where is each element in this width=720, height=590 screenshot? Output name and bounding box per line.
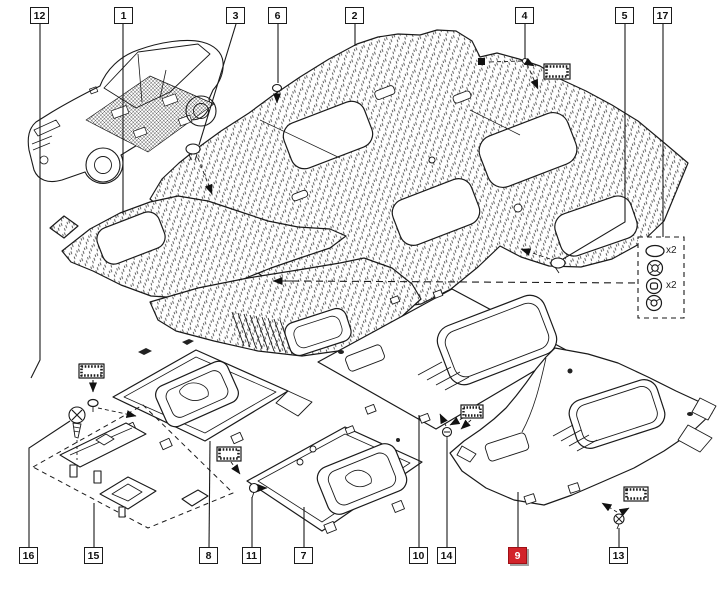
callout-16[interactable]: 16 (19, 547, 38, 564)
callout-4[interactable]: 4 (515, 7, 534, 24)
clip-3 (185, 143, 213, 195)
clip-symbol-14 (439, 404, 484, 440)
callout-6[interactable]: 6 (268, 7, 287, 24)
callout-11[interactable]: 11 (242, 547, 261, 564)
callout-label: 13 (612, 549, 625, 562)
reference-dashed-line (272, 277, 639, 285)
callout-label: 8 (205, 549, 212, 562)
callout-label: 6 (274, 9, 281, 22)
clip-5 (520, 248, 566, 274)
callout-label: 15 (87, 549, 100, 562)
legend-oval-grommet (645, 244, 665, 258)
floor-frame-part-9 (449, 347, 717, 506)
callout-8[interactable]: 8 (199, 547, 218, 564)
callout-label: 3 (232, 9, 239, 22)
callout-label: 7 (300, 549, 307, 562)
leader-lines (28, 23, 664, 548)
callout-1[interactable]: 1 (114, 7, 133, 24)
clip-symbol-4 (478, 57, 571, 90)
callout-3[interactable]: 3 (226, 7, 245, 24)
callout-label: 1 (120, 9, 127, 22)
clip-symbol-11 (216, 446, 268, 499)
callout-label: 2 (351, 9, 358, 22)
callout-label: 16 (22, 549, 35, 562)
legend-qty-oval: x2 (666, 245, 677, 256)
floor-frame-part-10 (317, 288, 569, 430)
callout-14[interactable]: 14 (437, 547, 456, 564)
bracket-zone-15 (32, 363, 234, 529)
callout-15[interactable]: 15 (84, 547, 103, 564)
callout-label: 11 (245, 549, 258, 562)
callout-12[interactable]: 12 (30, 7, 49, 24)
storage-tray-7 (246, 425, 423, 534)
callout-label: 17 (656, 9, 669, 22)
callout-5[interactable]: 5 (615, 7, 634, 24)
legend-push-clip (645, 277, 663, 295)
callout-label: 9 (514, 549, 521, 562)
legend-ring-grommet (646, 259, 664, 277)
clip-6 (271, 83, 283, 104)
fasteners (185, 57, 649, 530)
clip-symbol-8 (78, 363, 137, 418)
rear-carpet-strip (149, 257, 422, 357)
clip-symbol-13 (601, 486, 649, 530)
legend-qty-clip: x2 (666, 280, 677, 291)
legend-box (637, 236, 685, 319)
callout-label: 14 (440, 549, 453, 562)
front-floor-carpet (49, 195, 347, 299)
screw-16 (68, 406, 86, 460)
vehicle-sketch (27, 39, 224, 184)
legend-screw-clip (645, 294, 663, 312)
callout-label: 12 (33, 9, 46, 22)
callout-label: 10 (412, 549, 425, 562)
callout-2[interactable]: 2 (345, 7, 364, 24)
callout-9-highlighted[interactable]: 9 (508, 547, 527, 564)
callout-7[interactable]: 7 (294, 547, 313, 564)
callout-10[interactable]: 10 (409, 547, 428, 564)
callout-17[interactable]: 17 (653, 7, 672, 24)
callout-label: 5 (621, 9, 628, 22)
callout-13[interactable]: 13 (609, 547, 628, 564)
callout-label: 4 (521, 9, 528, 22)
